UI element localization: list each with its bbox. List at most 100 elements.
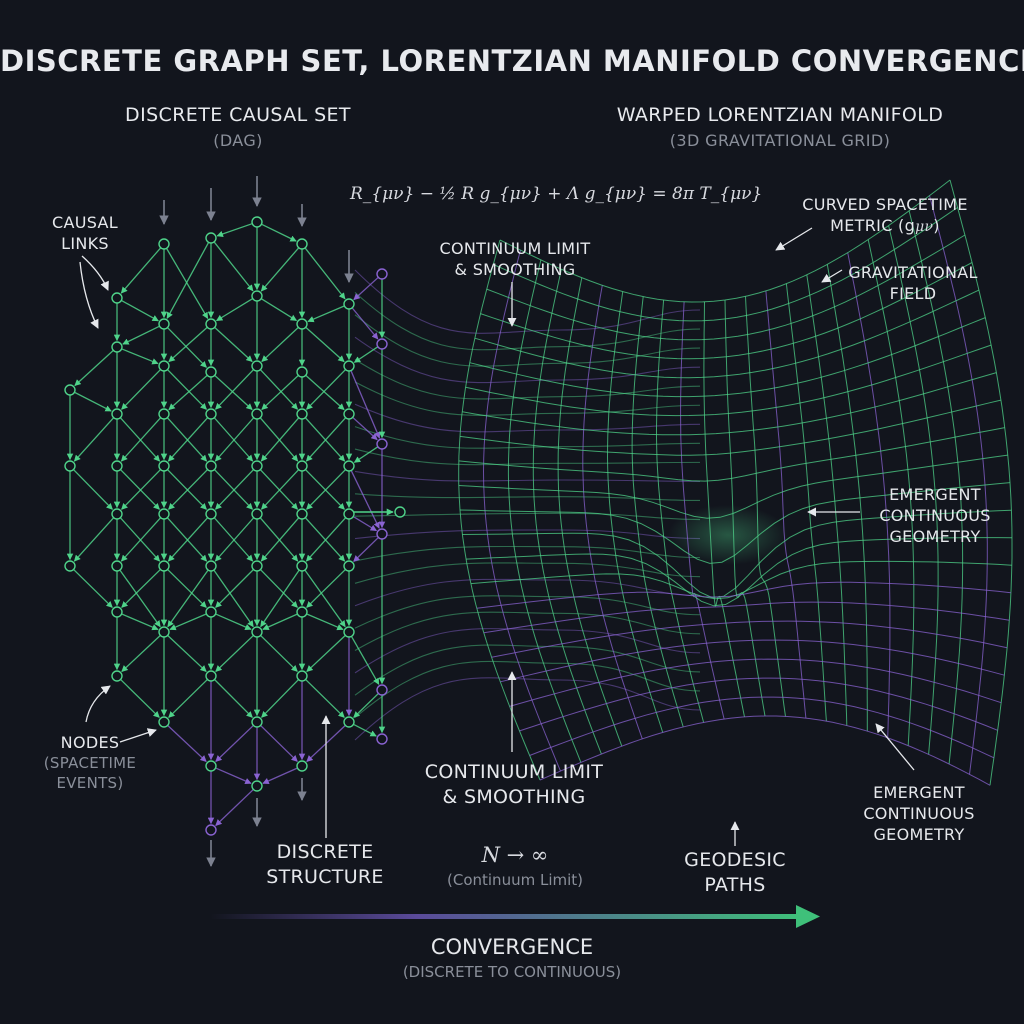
spacetime-event-node <box>344 717 354 727</box>
manifold-gridline <box>746 296 786 716</box>
spacetime-event-node <box>65 461 75 471</box>
convergence-subtitle: (DISCRETE TO CONTINUOUS) <box>312 962 712 982</box>
causal-link <box>262 299 297 321</box>
spacetime-event-node <box>252 561 262 571</box>
causal-link <box>306 328 344 362</box>
causal-link <box>306 680 344 718</box>
causal-link <box>74 570 112 608</box>
continuum-bottom-line-1: CONTINUUM LIMIT <box>394 760 634 785</box>
manifold-gridline <box>766 291 806 718</box>
spacetime-event-node <box>159 409 169 419</box>
causal-link <box>169 680 207 718</box>
discrete-structure-label: DISCRETE STRUCTURE <box>250 840 400 890</box>
causal-link <box>354 694 378 718</box>
manifold-gridline <box>583 285 643 739</box>
spacetime-event-node <box>112 561 122 571</box>
causal-link <box>121 680 159 718</box>
causal-link <box>305 570 345 626</box>
causal-links-line-2: LINKS <box>30 233 140 254</box>
spacetime-event-node <box>297 671 307 681</box>
spacetime-event-node <box>159 627 169 637</box>
causal-link <box>216 790 253 826</box>
spacetime-event-node <box>206 825 216 835</box>
spacetime-event-node <box>252 717 262 727</box>
continuum-flow-line <box>355 513 700 519</box>
causal-link <box>215 328 252 362</box>
causal-links-pointer <box>80 262 98 328</box>
spacetime-event-node <box>344 561 354 571</box>
emergent-bottom-line-2: CONTINUOUS <box>834 803 1004 824</box>
spacetime-event-node <box>252 291 262 301</box>
continuum-limit-bottom-label: CONTINUUM LIMIT & SMOOTHING <box>394 760 634 810</box>
continuum-bottom-line-2: & SMOOTHING <box>394 785 634 810</box>
nodes-sub-line-1: (SPACETIME <box>20 753 160 773</box>
causal-link <box>354 347 377 362</box>
manifold-gridline <box>520 678 998 731</box>
causal-link <box>75 351 113 386</box>
spacetime-event-node <box>206 367 216 377</box>
convergence-arrow-bar <box>210 914 800 919</box>
causal-link <box>261 248 298 291</box>
causal-link <box>262 224 296 241</box>
causal-link <box>215 370 253 409</box>
continuum-top-line-1: CONTINUUM LIMIT <box>400 238 630 259</box>
causal-link <box>214 242 253 291</box>
causal-link <box>215 680 253 718</box>
spacetime-event-node <box>206 409 216 419</box>
causal-link <box>122 370 161 409</box>
geodesic-line-2: PATHS <box>660 873 810 898</box>
spacetime-event-node <box>297 509 307 519</box>
causal-link <box>75 393 111 412</box>
curved-metric-text: METRIC (g <box>830 216 915 235</box>
spacetime-event-node <box>344 361 354 371</box>
manifold-gridline <box>786 284 826 722</box>
spacetime-event-node <box>377 734 387 744</box>
causal-link <box>261 370 298 409</box>
causal-link <box>307 370 346 409</box>
convergence-arrow-head <box>796 905 820 928</box>
continuum-flow-line <box>355 563 700 583</box>
continuum-top-line-2: & SMOOTHING <box>400 259 630 280</box>
causal-link <box>168 570 206 608</box>
annotation-arrows <box>80 228 914 846</box>
spacetime-event-node <box>206 561 216 571</box>
causal-links-label: CAUSAL LINKS <box>30 212 140 254</box>
spacetime-event-node <box>159 239 169 249</box>
metric-symbol: μν <box>915 219 933 235</box>
n-limit-subtitle: (Continuum Limit) <box>420 870 610 890</box>
spacetime-event-node <box>297 461 307 471</box>
page-title: DISCRETE GRAPH SET, LORENTZIAN MANIFOLD … <box>0 44 1024 78</box>
spacetime-event-node <box>206 607 216 617</box>
emergent-mid-line-1: EMERGENT <box>850 484 1020 505</box>
continuum-flow-line <box>355 315 700 366</box>
causal-link <box>353 308 378 339</box>
causal-link <box>214 571 253 627</box>
n-limit-expression: N → ∞ <box>420 843 610 867</box>
spacetime-event-node <box>377 269 387 279</box>
causal-links-pointer <box>82 256 108 290</box>
causal-link <box>307 636 345 672</box>
causal-link <box>354 538 378 562</box>
causal-link <box>216 570 254 608</box>
gravitational-line-2: FIELD <box>818 283 1008 304</box>
causal-link <box>168 370 207 409</box>
spacetime-event-node <box>206 461 216 471</box>
spacetime-event-node <box>344 409 354 419</box>
causal-link <box>308 306 344 321</box>
spacetime-event-node <box>297 367 307 377</box>
spacetime-event-node <box>65 561 75 571</box>
spacetime-event-node <box>344 509 354 519</box>
spacetime-event-node <box>377 529 387 539</box>
causal-link <box>168 570 208 626</box>
spacetime-event-node <box>297 607 307 617</box>
causal-link <box>261 571 299 627</box>
manifold-gridline <box>632 297 683 727</box>
causal-link <box>122 301 158 321</box>
continuum-flow-line <box>355 292 700 349</box>
spacetime-event-node <box>297 561 307 571</box>
causal-link <box>169 328 207 362</box>
convergence-label: CONVERGENCE <box>312 935 712 960</box>
causal-link <box>216 768 251 783</box>
causal-link <box>217 224 252 236</box>
spacetime-event-node <box>112 607 122 617</box>
